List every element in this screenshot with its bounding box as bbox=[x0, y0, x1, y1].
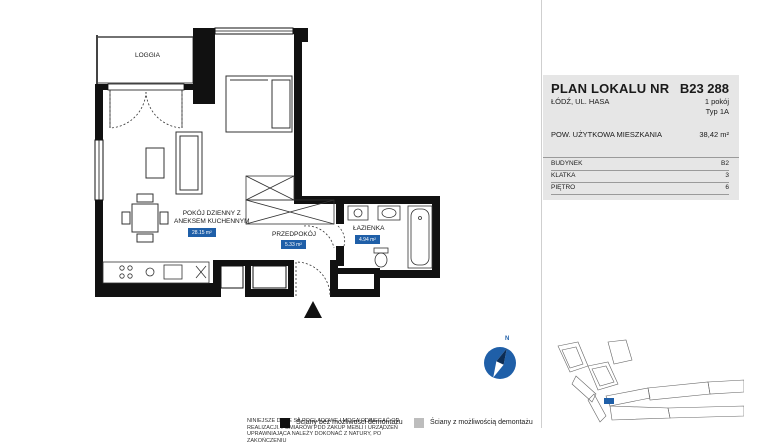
bathroom-label: ŁAZIENKA bbox=[353, 225, 385, 232]
compass-icon bbox=[484, 347, 516, 379]
compass-north-label: N bbox=[505, 336, 510, 342]
entrance-door bbox=[294, 261, 331, 298]
walls bbox=[95, 28, 440, 297]
bathroom-area-badge: 4.94 m² bbox=[355, 235, 380, 244]
legend-removable-label: Ściany z możliwością demontażu bbox=[430, 419, 533, 426]
living-area-badge: 28.15 m² bbox=[188, 228, 216, 237]
details-separator bbox=[543, 157, 739, 158]
detail-row-line bbox=[551, 182, 729, 183]
bed bbox=[225, 75, 293, 133]
unit-number: B23 288 bbox=[679, 81, 729, 96]
site-map bbox=[557, 339, 744, 423]
panel-divider bbox=[541, 0, 542, 428]
address: ŁÓDŹ, UL. HASA bbox=[551, 97, 610, 106]
legend-fixed-label: Ściany bez możliwości demontażu bbox=[296, 419, 403, 426]
site-map-highlight bbox=[604, 398, 614, 404]
sofa bbox=[145, 131, 203, 195]
detail-floor-label: PIĘTRO bbox=[551, 184, 576, 191]
wardrobe bbox=[245, 175, 335, 225]
cabinets bbox=[220, 265, 287, 289]
floor-plan bbox=[94, 27, 440, 318]
room-count: 1 pokój bbox=[704, 97, 729, 106]
detail-building-value: B2 bbox=[721, 160, 729, 167]
entrance-arrow bbox=[304, 301, 322, 318]
detail-row-line bbox=[551, 194, 729, 195]
legend-fixed-swatch bbox=[280, 418, 290, 428]
loggia-label: LOGGIA bbox=[135, 52, 160, 59]
area-value: 38,42 m² bbox=[699, 130, 729, 139]
detail-building-label: BUDYNEK bbox=[551, 160, 583, 167]
balcony-door bbox=[107, 83, 185, 129]
kitchen-counter bbox=[102, 261, 210, 284]
living-room-label-line2: ANEKSEM KUCHENNYM bbox=[174, 218, 250, 225]
detail-row-line bbox=[551, 170, 729, 171]
living-room-label-line1: POKÓJ DZIENNY Z bbox=[182, 210, 241, 217]
area-label: POW. UŻYTKOWA MIESZKANIA bbox=[551, 130, 662, 139]
detail-stairwell-value: 3 bbox=[725, 172, 729, 179]
info-panel: PLAN LOKALU NR B23 288 ŁÓDŹ, UL. HASA 1 … bbox=[543, 75, 739, 200]
hall-door bbox=[303, 225, 346, 249]
living-room-label: POKÓJ DZIENNY Z ANEKSEM KUCHENNYM bbox=[174, 210, 249, 226]
unit-type: Typ 1A bbox=[705, 107, 729, 116]
hall-area-badge: 5.33 m² bbox=[281, 240, 306, 249]
detail-stairwell-label: KLATKA bbox=[551, 172, 576, 179]
left-window bbox=[94, 139, 104, 201]
dining-table bbox=[121, 193, 169, 243]
detail-floor-value: 6 bbox=[725, 184, 729, 191]
hall-label: PRZEDPOKÓJ bbox=[272, 231, 317, 238]
plan-heading: PLAN LOKALU NR bbox=[551, 81, 670, 96]
loggia bbox=[96, 35, 194, 90]
bathroom-fixtures bbox=[347, 205, 433, 269]
legend-removable-swatch bbox=[414, 418, 424, 428]
